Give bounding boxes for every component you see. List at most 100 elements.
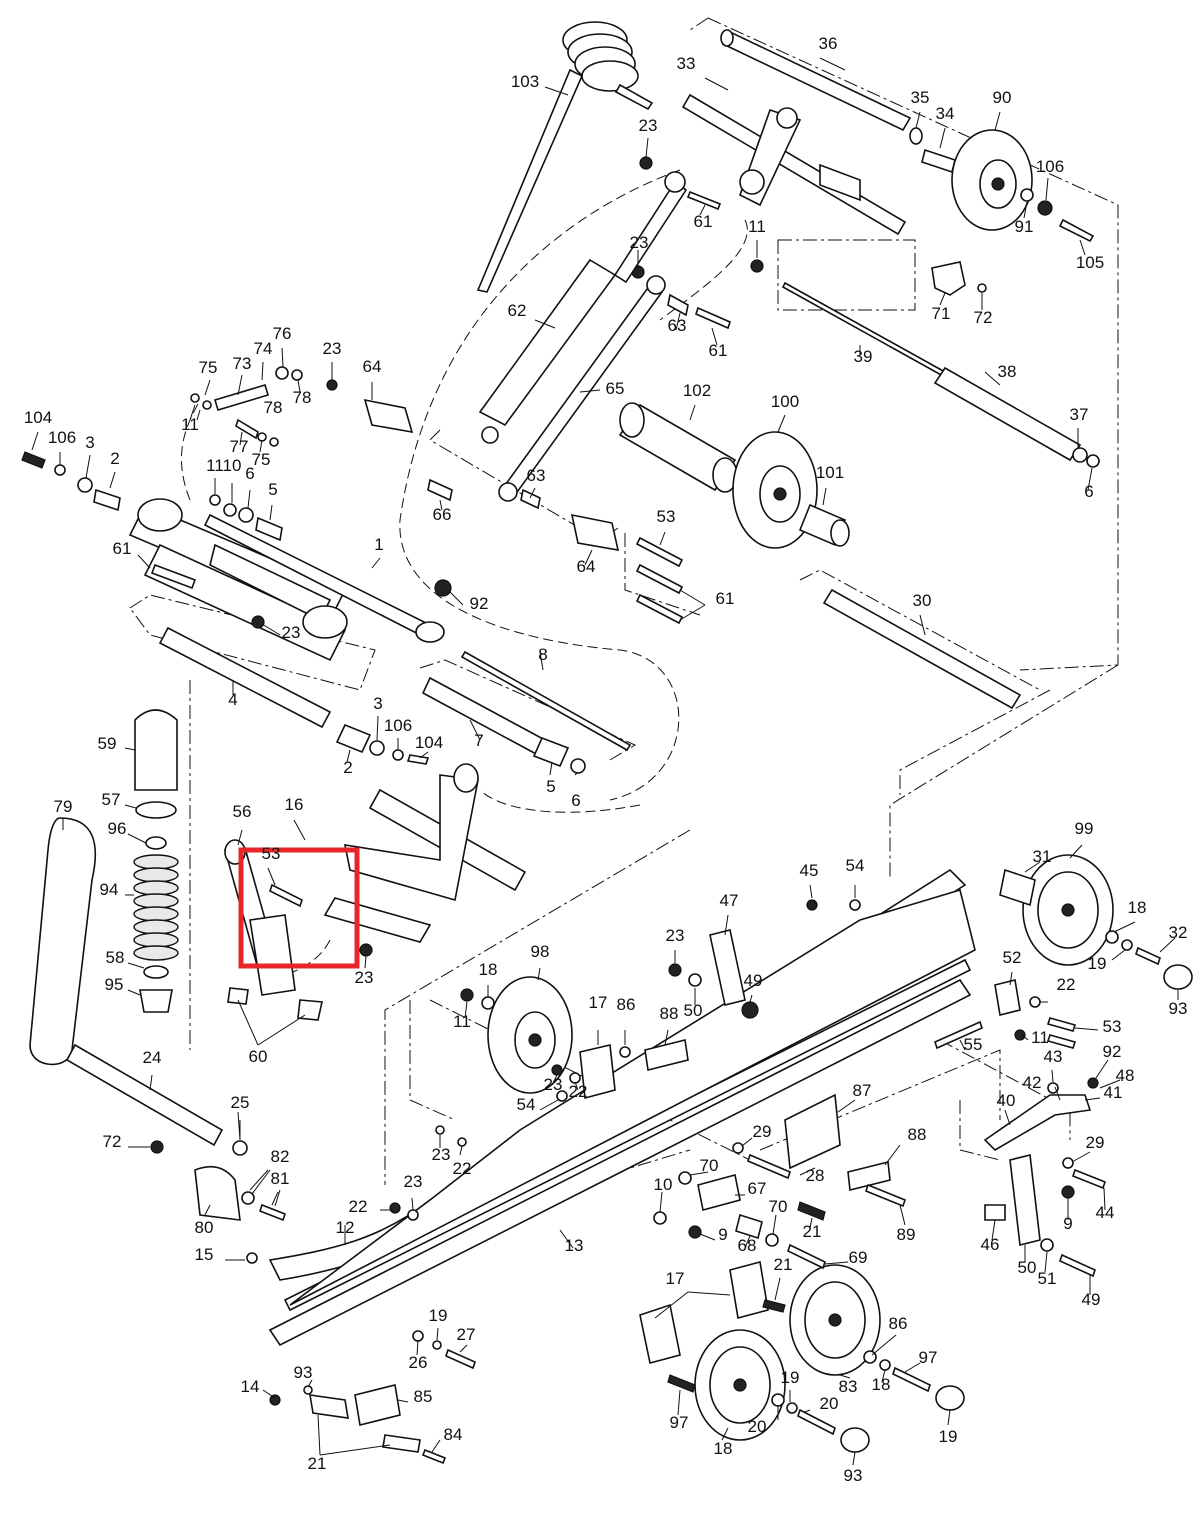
callout-number: 52 <box>1003 948 1022 967</box>
callout-number: 48 <box>1116 1066 1135 1085</box>
callout-number: 6 <box>571 791 580 810</box>
part-10-washer <box>223 503 237 517</box>
part-53-bolt-b <box>1046 1017 1077 1032</box>
callout-number: 94 <box>100 880 119 899</box>
callout-number: 38 <box>998 362 1017 381</box>
callout-number: 87 <box>853 1081 872 1100</box>
part-106-washer-b <box>392 749 404 761</box>
callout-number: 51 <box>1038 1269 1057 1288</box>
callout-number: 13 <box>565 1236 584 1255</box>
part-29-washer-a <box>732 1142 744 1154</box>
part-82-washer <box>241 1191 255 1205</box>
part-53-bolt-c <box>1046 1034 1077 1049</box>
part-92-fitting <box>434 579 452 597</box>
part-29-washer-b <box>1062 1157 1074 1169</box>
callout-number: 16 <box>285 795 304 814</box>
part-50-washer-b <box>1040 1238 1054 1252</box>
part-91-washer <box>1020 188 1034 202</box>
part-83-block <box>354 1384 401 1426</box>
part-6-ring-right <box>1086 454 1100 468</box>
callout-number: 62 <box>508 301 527 320</box>
callout-number: 42 <box>1023 1073 1042 1092</box>
callout-number: 34 <box>936 104 955 123</box>
part-106-washer-a <box>54 464 66 476</box>
callout-number: 25 <box>231 1093 250 1112</box>
callout-number: 88 <box>908 1125 927 1144</box>
parts <box>21 21 1193 1465</box>
part-54-washer-a <box>556 1090 568 1102</box>
part-19-washer-d <box>432 1340 442 1350</box>
part-9-nut-b <box>1061 1185 1075 1199</box>
callout-number: 93 <box>294 1363 313 1382</box>
part-99-wheel <box>1022 854 1114 966</box>
callout-number: 18 <box>479 960 498 979</box>
callout-number: 53 <box>1103 1017 1122 1036</box>
callout-number: 11 <box>206 456 224 475</box>
part-92-fitting-b <box>1087 1077 1099 1089</box>
part-3-ring-a <box>77 477 93 493</box>
part-65-link <box>498 275 666 502</box>
callout-number: 2 <box>343 758 352 777</box>
callout-number: 81 <box>271 1169 290 1188</box>
callout-number: 7 <box>474 731 483 750</box>
part-12-13-slide-rails <box>268 868 976 1347</box>
callout-number: 70 <box>700 1156 719 1175</box>
callout-number: 1 <box>374 535 383 554</box>
callout-number: 9 <box>1063 1214 1072 1233</box>
callout-number: 91 <box>1015 217 1034 236</box>
part-19-washer-c <box>786 1402 798 1414</box>
part-20-bolt-a <box>892 1366 931 1393</box>
callout-number: 54 <box>517 1095 536 1114</box>
callout-number: 63 <box>527 466 546 485</box>
part-86-washer-a <box>619 1046 631 1058</box>
callout-number: 79 <box>54 797 73 816</box>
callout-number: 89 <box>897 1225 916 1244</box>
part-68-spacer <box>735 1213 763 1240</box>
callout-number: 18 <box>1128 898 1147 917</box>
part-93-cap-c <box>840 1427 870 1453</box>
callout-number: 80 <box>195 1218 214 1237</box>
part-23-nut-h <box>435 1125 445 1135</box>
callout-number: 11 <box>453 1012 471 1031</box>
callout-number: 106 <box>384 716 412 735</box>
part-86-washer-b <box>303 1385 313 1395</box>
callout-number: 102 <box>683 381 711 400</box>
part-80-block <box>194 1165 241 1221</box>
callout-number: 11 <box>181 415 199 434</box>
part-10-washer-b <box>653 1211 667 1225</box>
part-63-bushing-b <box>520 488 541 510</box>
part-18-washer-d <box>771 1393 785 1407</box>
callout-number: 90 <box>993 88 1012 107</box>
callout-number: 83 <box>839 1377 858 1396</box>
callout-number: 23 <box>544 1075 563 1094</box>
callout-number: 12 <box>336 1218 355 1237</box>
callout-number: 69 <box>849 1248 868 1267</box>
part-5-bushing-a <box>255 516 283 542</box>
part-23-nut-f <box>551 1064 563 1076</box>
part-90-idler-wheel <box>909 127 1033 231</box>
part-105-bolt <box>1058 218 1095 243</box>
part-79-limiter-strap <box>29 817 97 1066</box>
part-61-bolt-b <box>695 306 731 330</box>
callout-number: 11 <box>1031 1028 1049 1047</box>
part-44-bolt <box>1072 1168 1106 1190</box>
callout-number: 103 <box>511 72 539 91</box>
callout-number: 36 <box>819 34 838 53</box>
callout-number: 11 <box>748 217 766 236</box>
part-85-screw <box>421 1448 447 1465</box>
callout-number: 71 <box>932 304 951 323</box>
callout-number: 3 <box>373 694 382 713</box>
callout-number: 18 <box>872 1375 891 1394</box>
callout-number: 50 <box>1018 1258 1037 1277</box>
part-54-washer-b <box>849 899 861 911</box>
part-73-bracket-cluster <box>190 366 303 447</box>
callout-number: 4 <box>228 690 237 709</box>
part-66-spacer <box>427 478 453 502</box>
part-52-block <box>994 979 1021 1016</box>
callout-number: 6 <box>245 464 254 483</box>
part-43-washer <box>1047 1082 1059 1094</box>
callout-number: 104 <box>415 733 443 752</box>
callout-number: 5 <box>546 777 555 796</box>
callout-number: 23 <box>404 1172 423 1191</box>
callout-number: 23 <box>323 339 342 358</box>
